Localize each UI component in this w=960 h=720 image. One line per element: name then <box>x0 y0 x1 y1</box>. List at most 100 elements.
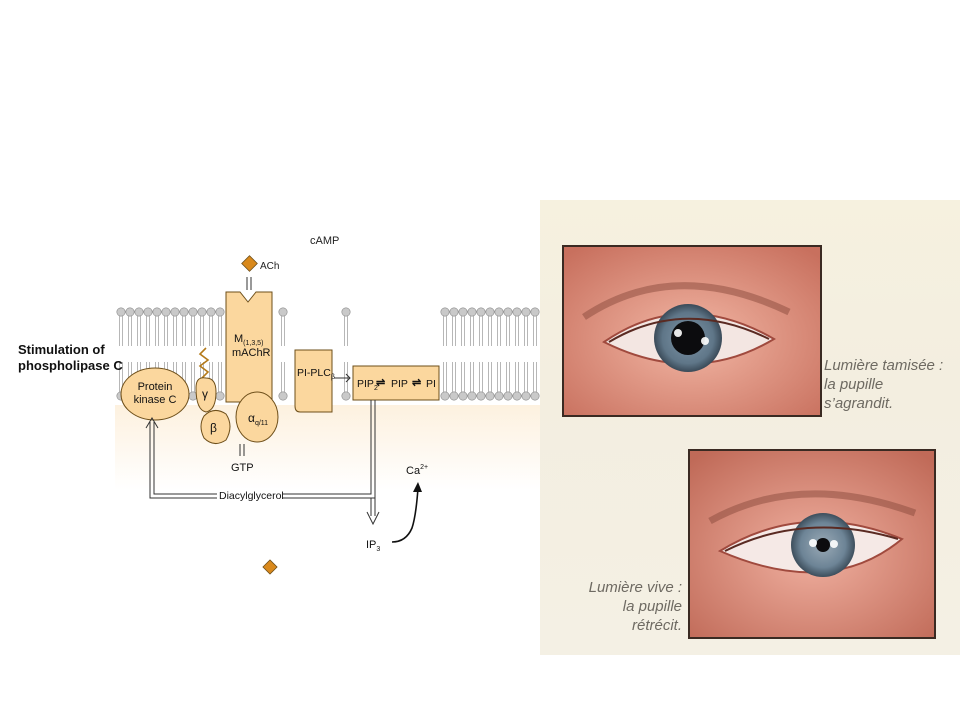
lipid-head <box>467 307 477 317</box>
eye-photo-bright-light <box>688 449 936 639</box>
ach-ligand-bottom-icon <box>262 559 278 575</box>
lipid-head <box>341 391 351 401</box>
ca-release-arrow <box>391 487 419 543</box>
pip-pi-exchange-icon-2: ⇌ <box>412 377 421 389</box>
lipid-tail <box>470 362 474 392</box>
receptor-label: M(1,3,5) <box>234 333 263 347</box>
lipid-tail <box>524 362 528 392</box>
lipid-tail <box>461 362 465 392</box>
lipid-head <box>206 307 216 317</box>
lipid-head <box>458 391 468 401</box>
pip-label: PIP <box>391 378 408 390</box>
lipid-head <box>512 307 522 317</box>
g-protein-alpha <box>235 391 279 443</box>
pip2-label: PIP2 <box>357 378 378 392</box>
plc-to-pip2-arrow <box>334 373 351 383</box>
ip3-label: IP3 <box>366 539 380 553</box>
dilated-eye-image <box>564 247 820 415</box>
dag-arrowhead <box>145 417 159 429</box>
lipid-tail <box>488 362 492 392</box>
lipid-tail <box>533 362 537 392</box>
ip3-arrow <box>366 498 380 526</box>
lipid-head <box>512 391 522 401</box>
lipid-tail <box>488 316 492 346</box>
lipid-tail <box>452 362 456 392</box>
lipid-tail <box>515 362 519 392</box>
lipid-head <box>161 307 171 317</box>
lipid-tail <box>506 362 510 392</box>
lipid-tail <box>443 362 447 392</box>
lipid-head <box>449 307 459 317</box>
pkc-label-2: kinase C <box>134 394 177 406</box>
lipid-head <box>476 307 486 317</box>
lipid-tail <box>515 316 519 346</box>
dim-light-caption-line3: s’agrandit. <box>824 395 894 412</box>
alpha-label: αq/11 <box>248 411 268 427</box>
g-protein-gamma <box>195 377 217 413</box>
lipid-head <box>215 391 225 401</box>
lipid-head <box>134 307 144 317</box>
lipid-tail <box>281 362 285 392</box>
lipid-tail <box>209 316 213 346</box>
lipid-head <box>530 391 540 401</box>
lipid-head <box>449 391 459 401</box>
lipid-head <box>467 391 477 401</box>
lipid-tail <box>533 316 537 346</box>
gtp-exchange-arrow <box>239 444 245 456</box>
beta-label: β <box>210 421 217 435</box>
phosphoinositide-box <box>352 365 440 401</box>
lipid-tail <box>218 362 222 392</box>
lipid-tail <box>443 316 447 346</box>
lipid-tail <box>191 362 195 392</box>
lipid-tail <box>344 362 348 392</box>
lipid-tail <box>137 316 141 346</box>
lipid-tail <box>191 316 195 346</box>
lipid-head <box>188 307 198 317</box>
lipid-tail <box>461 316 465 346</box>
lipid-tail <box>479 316 483 346</box>
lipid-head <box>503 307 513 317</box>
lipid-head <box>476 391 486 401</box>
lipid-head <box>458 307 468 317</box>
lipid-tail <box>173 316 177 346</box>
bright-light-caption-line3: rétrécit. <box>631 617 682 634</box>
lipid-tail <box>470 316 474 346</box>
pi-label: PI <box>426 378 436 390</box>
lipid-tail <box>344 316 348 346</box>
lipid-tail <box>200 316 204 346</box>
lipid-head <box>503 391 513 401</box>
lipid-head <box>494 307 504 317</box>
bright-light-caption-line2: la pupille <box>622 598 682 615</box>
ca-arrowhead <box>413 482 422 492</box>
cytosol-region <box>115 405 540 490</box>
gtp-label: GTP <box>231 462 254 474</box>
lipid-head <box>197 307 207 317</box>
dag-label: Diacylglycerol <box>219 490 284 502</box>
lipid-tail <box>182 316 186 346</box>
lipid-head <box>152 307 162 317</box>
lipid-head <box>179 307 189 317</box>
gamma-lipid-anchor <box>198 347 210 379</box>
diagram-title-line2: phospholipase C <box>18 358 123 373</box>
camp-label: cAMP <box>310 235 339 247</box>
muscarinic-receptor-shape <box>225 291 273 403</box>
lipid-head <box>530 307 540 317</box>
protein-kinase-c <box>120 367 190 421</box>
ach-label: ACh <box>260 261 279 272</box>
pkc-label-1: Protein <box>138 381 173 393</box>
dim-light-caption-line2: la pupille <box>824 376 884 393</box>
lipid-head <box>485 391 495 401</box>
dag-label-bg <box>217 488 283 502</box>
lipid-head <box>125 307 135 317</box>
lipid-tail <box>155 316 159 346</box>
pi-plc-beta <box>294 349 333 413</box>
lipid-tail <box>479 362 483 392</box>
ach-ligand-icon <box>241 255 258 272</box>
dim-light-caption-line1: Lumière tamisée : <box>824 357 944 374</box>
lipid-tail <box>218 316 222 346</box>
ach-binding-arrow <box>246 277 252 290</box>
lipid-bilayer <box>116 307 540 401</box>
lipid-tail <box>506 316 510 346</box>
lipid-tail <box>146 316 150 346</box>
lipid-tail <box>452 316 456 346</box>
